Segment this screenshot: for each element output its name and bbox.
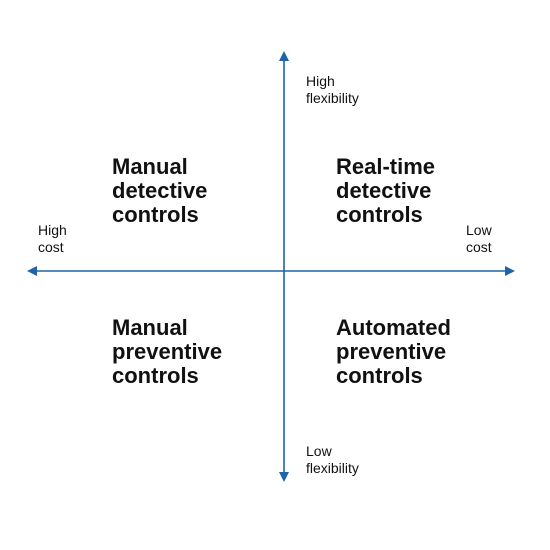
right-arrowhead <box>505 266 515 276</box>
quadrant-bottom-right: Automated preventive controls <box>336 315 451 388</box>
vertical-axis <box>279 51 289 482</box>
bottom-arrowhead <box>279 472 289 482</box>
bottom-axis-label: Low flexibility <box>306 443 359 476</box>
top-arrowhead <box>279 51 289 61</box>
quadrant-top-left: Manual detective controls <box>112 154 208 227</box>
horizontal-axis <box>27 266 515 276</box>
quadrant-bottom-left: Manual preventive controls <box>112 315 223 388</box>
quadrant-top-right: Real-time detective controls <box>336 154 436 227</box>
left-axis-label: High cost <box>38 222 67 255</box>
top-axis-label: High flexibility <box>306 73 359 106</box>
right-axis-label: Low cost <box>466 222 492 255</box>
left-arrowhead <box>27 266 37 276</box>
